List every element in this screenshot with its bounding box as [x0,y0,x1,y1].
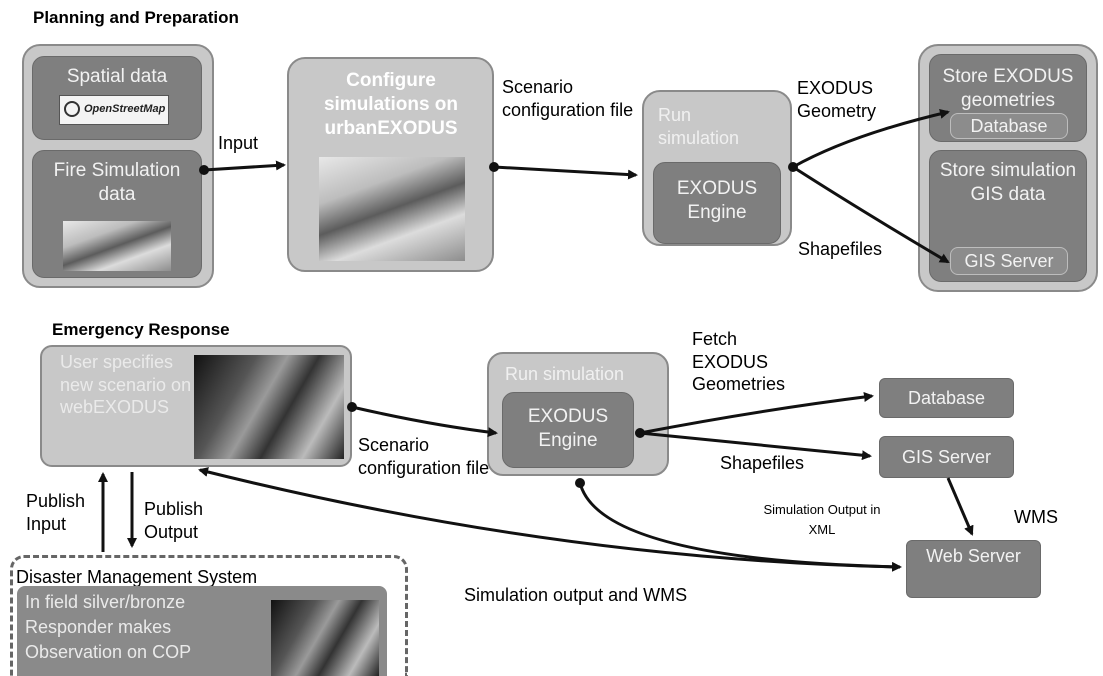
configure-simulations-box: Configure simulations on urbanEXODUS [287,57,494,272]
web-server-label: Web Server [926,546,1021,566]
run-simulation-label-planning: Run simulation [658,105,740,148]
emergency-section-title: Emergency Response [52,320,230,339]
dms-title: Disaster Management System [16,567,258,587]
gis-server-label-emergency: GIS Server [901,447,992,467]
scenario-file-label-planning: Scenario configuration file [502,77,634,120]
gis-server-box-planning: GIS Server [950,247,1068,275]
gis-server-box-emergency: GIS Server [879,436,1014,478]
field-responder-label: In field silver/bronze Responder makes O… [25,592,192,663]
exodus-engine-label-planning: EXODUS Engine [676,178,758,223]
store-gis-label: Store simulation GIS data [939,160,1077,205]
geometry-arrow [792,108,950,169]
publish-output-label: Publish Output [144,499,204,542]
fire-simulation-image [63,221,171,271]
input-arrow [203,160,286,172]
sim-output-arrow [578,482,902,572]
tablet-photo [194,355,344,459]
sim-output-wms-arrow [198,467,901,569]
database-label-emergency: Database [907,388,986,408]
exodus-engine-box-emergency: EXODUS Engine [502,392,634,468]
store-geometries-box: Store EXODUS geometries Database [929,54,1087,142]
planning-section-title: Planning and Preparation [33,8,239,27]
database-box-planning: Database [950,113,1068,139]
input-label: Input [218,133,259,153]
field-responder-box: In field silver/bronze Responder makes O… [17,586,387,676]
publish-input-label: Publish Input [26,491,86,534]
shapefiles-label-planning: Shapefiles [798,239,883,259]
sim-output-xml-label: Simulation Output in XML [763,502,881,537]
configure-simulations-label: Configure simulations on urbanEXODUS [323,70,459,139]
wms-arrow [946,477,974,536]
disaster-management-system-group [10,555,408,676]
shapefiles-arrow-planning [792,165,950,264]
database-box-emergency: Database [879,378,1014,418]
wms-label: WMS [1014,507,1058,527]
scenario-file-label-emergency: Scenario configuration file [358,435,490,478]
gis-server-label-planning: GIS Server [964,251,1054,271]
magnifier-icon [64,101,80,117]
sim-output-wms-label: Simulation output and WMS [464,585,688,605]
fire-sim-data-box: Fire Simulation data [32,150,202,278]
openstreetmap-logo: OpenStreetMap [59,95,169,125]
user-specifies-label: User specifies new scenario on webEXODUS [60,352,192,417]
shapefiles-label-emergency: Shapefiles [720,453,805,473]
fetch-geometries-label: Fetch EXODUS Geometries [692,329,786,394]
storage-group: Store EXODUS geometries Database Store s… [918,44,1098,292]
exodus-geometry-label: EXODUS Geometry [797,78,877,121]
exodus-engine-box-planning: EXODUS Engine [653,162,781,244]
exodus-engine-label-emergency: EXODUS Engine [527,406,609,451]
fire-sim-data-label: Fire Simulation data [53,160,181,205]
fetch-geometries-arrow [639,392,874,435]
shapefiles-arrow-emergency [639,431,872,461]
web-server-box: Web Server [906,540,1041,598]
spatial-data-label: Spatial data [66,66,168,87]
store-gis-box: Store simulation GIS data GIS Server [929,150,1087,282]
scenario-arrow-planning [493,165,638,180]
database-label-planning: Database [970,116,1048,136]
laptop-photo [319,157,465,261]
spatial-data-box: Spatial data OpenStreetMap [32,56,202,140]
data-sources-group: Spatial data OpenStreetMap Fire Simulati… [22,44,214,288]
osm-logo-text: OpenStreetMap [84,103,166,115]
run-simulation-box-planning: Run simulation EXODUS Engine [642,90,792,246]
responder-photo [271,600,379,676]
webexodus-user-box: User specifies new scenario on webEXODUS [40,345,352,467]
scenario-arrow-emergency [351,405,498,438]
run-simulation-label-emergency: Run simulation [505,364,625,384]
run-simulation-box-emergency: Run simulation EXODUS Engine [487,352,669,476]
store-geometries-label: Store EXODUS geometries [942,66,1074,111]
